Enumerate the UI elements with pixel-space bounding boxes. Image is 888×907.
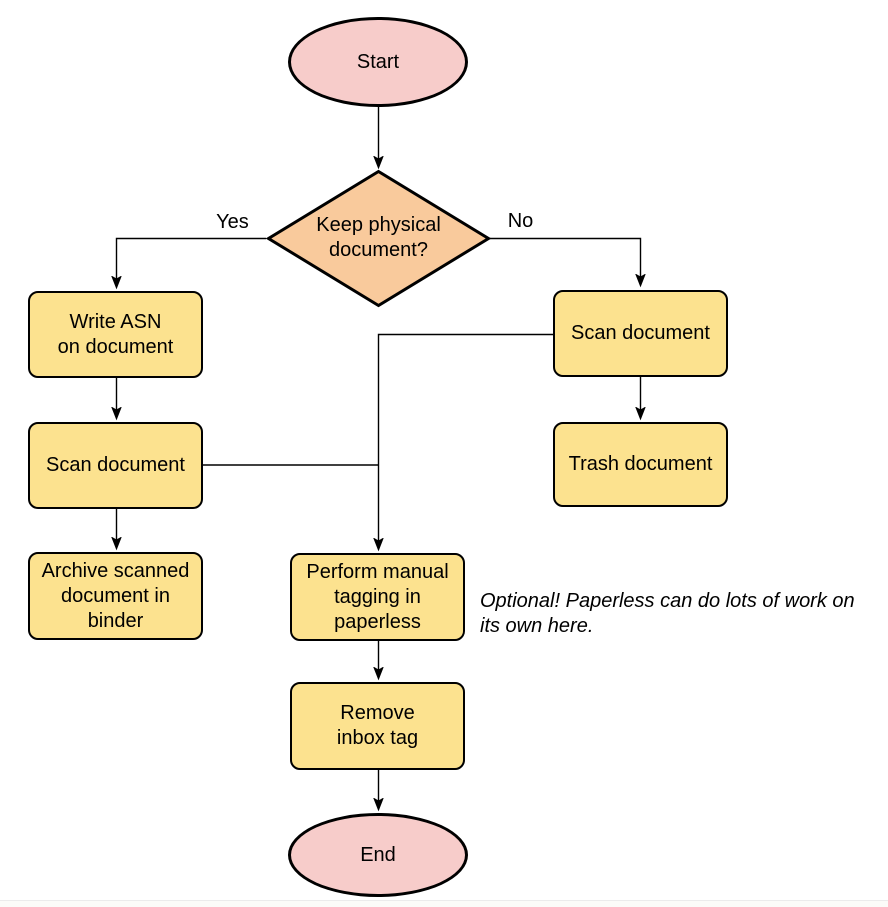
node-perform-tagging: Perform manual tagging in paperless (290, 553, 465, 641)
annotation-optional-note: Optional! Paperless can do lots of work … (480, 590, 855, 637)
node-remove-inbox-label: Remove inbox tag (336, 702, 419, 749)
node-archive-label: Archive scanned document in binder (41, 559, 190, 632)
node-trash-label: Trash document (568, 453, 713, 475)
edge-decision-yes-to-write-asn (117, 237, 266, 288)
node-archive: Archive scanned document in binder (28, 552, 203, 640)
node-decision-label: Keep physical document? (288, 213, 469, 263)
decision-diamond-shape (265, 169, 492, 308)
node-perform-tagging-label: Perform manual tagging in paperless (306, 560, 449, 633)
node-start: Start (288, 17, 468, 107)
edge-scan-right-to-perform-tagging (379, 333, 553, 550)
node-start-label: Start (356, 50, 400, 73)
node-end-label: End (360, 843, 396, 866)
page-bottom-edge (0, 900, 888, 907)
edge-label-yes: Yes (216, 211, 249, 233)
node-scan-left: Scan document (28, 422, 203, 509)
node-trash: Trash document (553, 422, 728, 507)
node-write-asn-label: Write ASN on document (57, 310, 174, 358)
node-scan-right-label: Scan document (571, 322, 710, 344)
node-scan-left-label: Scan document (46, 454, 185, 476)
node-end: End (288, 813, 468, 897)
edge-decision-no-to-scan-right (490, 237, 641, 286)
node-scan-right: Scan document (553, 290, 728, 377)
edge-label-no: No (507, 210, 534, 232)
node-write-asn: Write ASN on document (28, 291, 203, 378)
node-remove-inbox: Remove inbox tag (290, 682, 465, 770)
decision-label-text: Keep physical document? (316, 214, 441, 261)
